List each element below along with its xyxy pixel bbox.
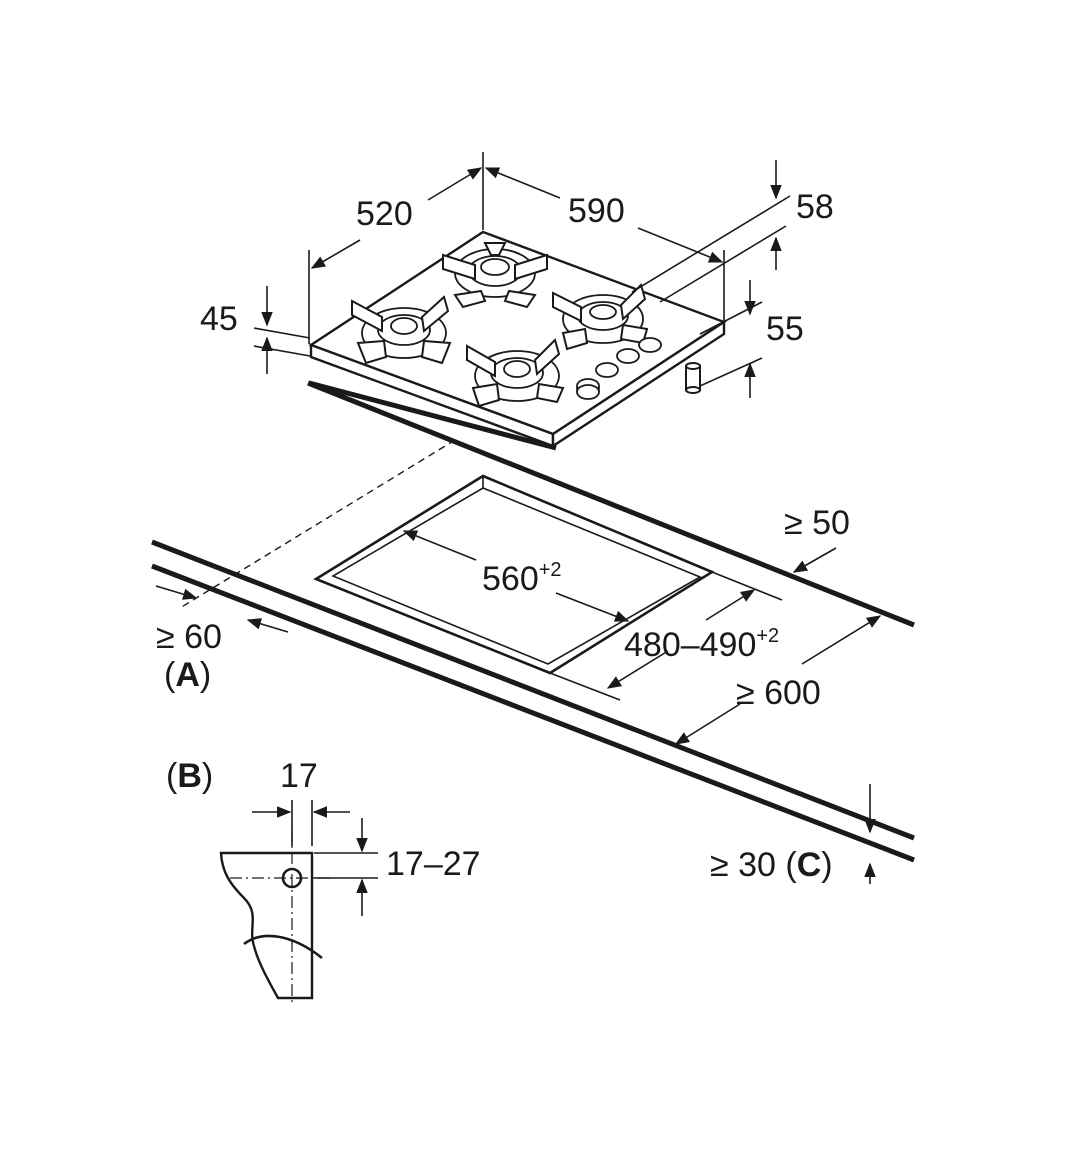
burner-left: [351, 295, 452, 365]
worktop-front-edge: [151, 539, 915, 841]
bracket-profile: [219, 851, 314, 1000]
hob-body-underside: [308, 380, 557, 451]
burner-rear: [442, 242, 548, 309]
dim-body-height-45: [253, 286, 311, 374]
worktop-rear-edge: [307, 380, 915, 628]
label-b: (B): [166, 757, 213, 795]
dim-burner-height-label: 58: [796, 188, 834, 226]
dim-bracket-width: [252, 800, 350, 846]
hob: [308, 230, 727, 451]
dim-worktop-depth: [674, 615, 882, 745]
dim-body-depth-label: 55: [766, 310, 804, 348]
burner-right: [552, 283, 649, 351]
dim-rear-clearance-label: ≥ 50: [784, 504, 850, 542]
dim-width-label: 590: [568, 192, 625, 230]
burner-front: [466, 338, 565, 408]
dim-rear-clearance: [792, 547, 837, 573]
dim-cutout-width-label: 560+2: [482, 559, 562, 598]
dim-bracket-width-label: 17: [280, 757, 318, 795]
gas-connector: [685, 362, 701, 394]
dim-front-clearance: [155, 585, 289, 633]
dim-worktop-thickness-label: ≥ 30 (C): [710, 846, 833, 884]
cutout-inner-edge: [331, 487, 702, 665]
bracket-detail: [219, 830, 330, 1002]
dim-bracket-height-label: 17–27: [386, 845, 481, 883]
dim-cutout-width: [402, 530, 630, 622]
control-knobs: [576, 337, 662, 400]
dim-cutout-depth: [549, 571, 783, 701]
dim-cutout-depth-label: 480–490+2: [624, 625, 779, 664]
hob-plate-edge-right: [551, 319, 726, 449]
bracket-hole: [281, 867, 303, 889]
dim-body-depth-55: [699, 280, 763, 398]
worktop-hidden-edge: [179, 439, 456, 609]
dim-burner-height-58: [631, 160, 791, 303]
dim-worktop-depth-label: ≥ 600: [736, 674, 821, 712]
dim-depth-label: 520: [356, 195, 413, 233]
dim-body-height-label: 45: [200, 300, 238, 338]
worktop-bottom-edge: [151, 563, 915, 863]
label-a: (A): [164, 656, 211, 694]
dim-front-clearance-label: ≥ 60: [156, 618, 222, 656]
dim-width-590: [484, 167, 725, 322]
dim-depth-520: [308, 152, 484, 344]
worktop: [151, 380, 915, 863]
dim-bracket-height: [314, 818, 378, 916]
